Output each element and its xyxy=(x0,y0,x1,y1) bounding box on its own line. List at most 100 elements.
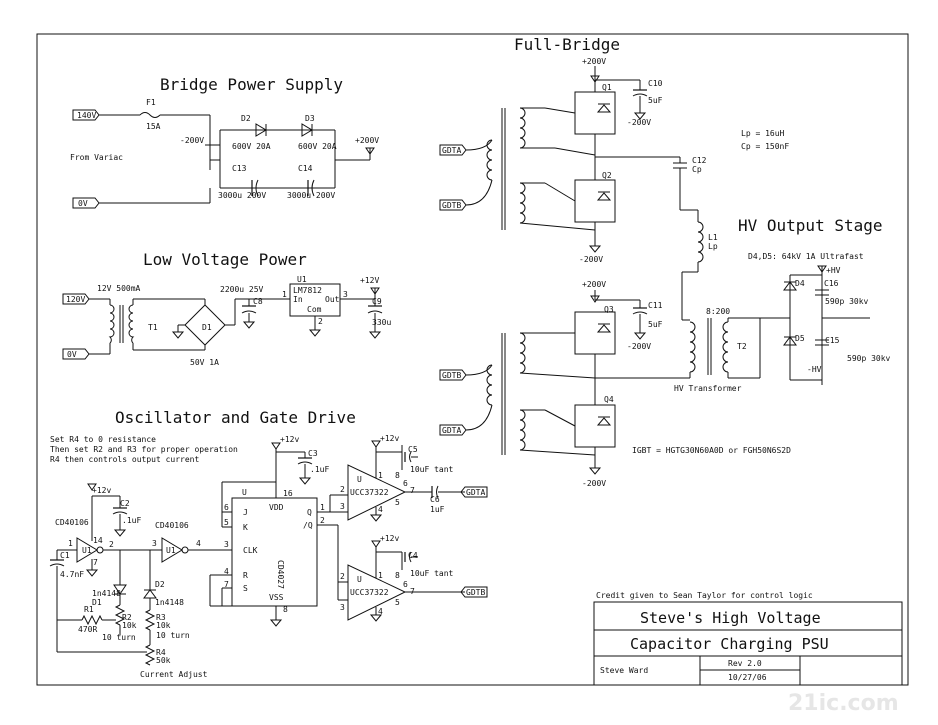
diode-d4 xyxy=(783,281,797,291)
gate-driver-b-part: UCC37322 xyxy=(350,588,389,597)
gate-driver-b-pin5: 5 xyxy=(395,598,400,607)
gate-driver-b-pin6: 6 xyxy=(403,580,408,589)
cap-c5-value: 10uF tant xyxy=(410,465,454,474)
label-pos200-bridge: +200V xyxy=(355,136,379,145)
flip-flop-s: S xyxy=(243,584,248,593)
igbt-q3 xyxy=(574,311,616,355)
cap-c4-ref: C4 xyxy=(408,551,418,560)
hv-transformer-ref: T2 xyxy=(737,342,747,351)
flip-flop-k: K xyxy=(243,523,248,532)
label-pos200-top: +200V xyxy=(582,57,606,66)
cap-c2-ref: C2 xyxy=(120,499,130,508)
resistor-r2-value: 10k xyxy=(122,621,137,630)
flip-flop-j: J xyxy=(243,508,248,517)
hv-diodes-note: D4,D5: 64kV 1A Ultrafast xyxy=(748,252,864,261)
gate-driver-a-pin4: 4 xyxy=(378,505,383,514)
title-block: Credit given to Sean Taylor for control … xyxy=(593,591,903,686)
oscillator-gate-drive: Set R4 to 0 resistance Then set R2 and R… xyxy=(49,434,488,679)
gate-driver-b-pin1: 1 xyxy=(378,571,383,580)
from-variac-label: From Variac xyxy=(70,153,123,162)
regulator-in: In xyxy=(293,295,303,304)
input-port-140v xyxy=(72,109,100,121)
port-label-120v: 120V xyxy=(66,295,85,304)
diode-d3-value: 600V 20A xyxy=(298,142,337,151)
vcc-label-drv-b: +12v xyxy=(380,534,399,543)
label-neg-hv: -HV xyxy=(807,365,822,374)
resistor-r2-ref: R2 xyxy=(122,613,132,622)
cap-c14-value: 3000u 200V xyxy=(287,191,335,200)
note-line-3: R4 then controls output current xyxy=(50,455,199,464)
section-title-bridge-power-supply: Bridge Power Supply xyxy=(160,75,343,94)
flip-flop-clk: CLK xyxy=(243,546,258,555)
gate-driver-b-ref: U xyxy=(357,575,362,584)
hv-transformer-ratio: 8:200 xyxy=(706,307,730,316)
port-gdta-out xyxy=(460,486,488,498)
gate-driver-a-pin1: 1 xyxy=(378,471,383,480)
regulator-pin3: 3 xyxy=(343,290,348,299)
cp-value: Cp = 150nF xyxy=(741,142,789,151)
fuse-f1 xyxy=(139,112,161,118)
diode-d1-osc-value: 1n4148 xyxy=(92,589,121,598)
note-line-2: Then set R2 and R3 for proper operation xyxy=(50,445,238,454)
inverter-u1b-part: CD40106 xyxy=(155,521,189,530)
lp-value: Lp = 16uH xyxy=(741,129,785,138)
resistor-r3 xyxy=(144,609,156,631)
diode-d1-osc xyxy=(113,584,127,595)
sheet-border xyxy=(36,33,909,686)
flip-flop-pin16: 16 xyxy=(283,489,293,498)
vcc-label-drv-a: +12v xyxy=(380,434,399,443)
hv-transformer-secondary xyxy=(722,321,729,373)
gate-driver-a-pin3: 3 xyxy=(340,502,345,511)
igbt-part-note: IGBT = HGTG30N60A0D or FGH50N6S2D xyxy=(632,446,791,455)
label-neg200-q4: -200V xyxy=(582,479,606,488)
diode-d2-osc-value: 1n4148 xyxy=(155,598,184,607)
port-gdtb-in-1 xyxy=(439,199,467,211)
section-title-full-bridge: Full-Bridge xyxy=(514,35,620,54)
resistor-r4-ref: R4 xyxy=(156,648,166,657)
regulator-pin2: 2 xyxy=(318,317,323,326)
gate-driver-a-pin7: 7 xyxy=(410,486,415,495)
flip-flop-vss: VSS xyxy=(269,593,284,602)
vcc-label-u1: +12v xyxy=(92,486,111,495)
resistor-r2-turns: 10 turn xyxy=(102,633,136,642)
flip-flop-ref: U xyxy=(242,488,247,497)
label-neg200-c10: -200V xyxy=(627,118,651,127)
port-label-0v-lv: 0V xyxy=(67,350,77,359)
port-gdtb-out-label: GDTB xyxy=(466,588,485,597)
flip-flop-pin3: 3 xyxy=(224,540,229,549)
igbt-q2 xyxy=(574,179,616,223)
section-title-oscillator-gate-drive: Oscillator and Gate Drive xyxy=(115,408,356,427)
resistor-r3-ref: R3 xyxy=(156,613,166,622)
inverter-u1b-pin4: 4 xyxy=(196,539,201,548)
diode-d4-ref: D4 xyxy=(795,279,805,288)
transformer-t1-ref: T1 xyxy=(148,323,158,332)
author-name: Steve Ward xyxy=(600,666,648,675)
port-gdtb-in-1-label: GDTB xyxy=(442,201,461,210)
resistor-r3-turns: 10 turn xyxy=(156,631,190,640)
cap-c1-ref: C1 xyxy=(60,551,70,560)
port-gdta-in-2 xyxy=(439,424,467,436)
port-label-140v: 140V xyxy=(77,111,96,120)
flip-flop-r: R xyxy=(243,571,248,580)
transformer-t1-rating: 12V 500mA xyxy=(97,284,141,293)
full-bridge: +200V C10 5uF -200V Q1 Q2 -200V xyxy=(439,57,791,488)
port-gdtb-out xyxy=(460,586,488,598)
inverter-u1a-pin1: 1 xyxy=(68,539,73,548)
cap-c10-ref: C10 xyxy=(648,79,663,88)
cap-c14-ref: C14 xyxy=(298,164,313,173)
vcc-label-ff: +12v xyxy=(280,435,299,444)
gate-driver-a-pin8: 8 xyxy=(395,471,400,480)
port-gdtb-in-2 xyxy=(439,369,467,381)
cap-c15-ref: C15 xyxy=(825,336,840,345)
cap-c2-value: .1uF xyxy=(122,516,141,525)
cap-c5-ref: C5 xyxy=(408,445,418,454)
resistor-r1 xyxy=(81,614,103,626)
cap-c15-value: 590p 30kv xyxy=(847,354,891,363)
gate-driver-ucc37322-a xyxy=(347,464,407,521)
cap-c6-ref: C6 xyxy=(430,495,440,504)
regulator-ref: U1 xyxy=(297,275,307,284)
cap-c3-ref: C3 xyxy=(308,449,318,458)
bridge-rectifier-value: 50V 1A xyxy=(190,358,219,367)
flip-flop-pin1: 1 xyxy=(320,503,325,512)
igbt-q1-ref: Q1 xyxy=(602,83,612,92)
